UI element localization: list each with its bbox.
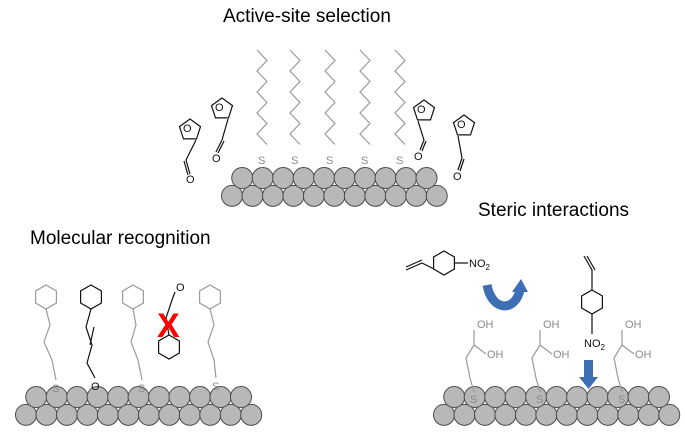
surface-atom <box>240 403 263 426</box>
rejection-mark: X <box>157 307 180 345</box>
furfural-molecules <box>178 97 476 176</box>
surface-atom <box>658 403 681 426</box>
atom-o-furan-2: O <box>215 102 224 114</box>
surface-atom <box>586 386 609 408</box>
alkane-chain <box>256 49 268 145</box>
atom-o-aldehyde-2: O <box>212 153 221 165</box>
surface-atom <box>443 386 466 408</box>
thioglycerol-chains <box>465 330 635 393</box>
surface-atom <box>415 167 438 189</box>
hydroxyl-3b: OH <box>635 349 652 361</box>
surface-atom <box>425 184 448 207</box>
atom-s-top: S <box>326 155 333 167</box>
surface-atom <box>333 167 356 189</box>
atom-s-top: S <box>258 155 265 167</box>
gold-surface-top <box>221 167 448 207</box>
surface-atom <box>107 386 130 408</box>
atom-o-furan-3: O <box>417 104 426 116</box>
atom-o-aldehyde-3: O <box>414 151 423 163</box>
atom-s-right-3: S <box>618 394 625 406</box>
atom-s-left-2: S <box>138 383 145 395</box>
atom-o-aldehyde-1: O <box>186 174 195 186</box>
surface-atom <box>627 386 650 408</box>
hydroxyl-1b: OH <box>487 349 504 361</box>
atom-s-left-3: S <box>212 381 219 393</box>
cinnamaldehyde-molecule <box>79 284 103 379</box>
hydroxyl-1a: OH <box>477 319 494 331</box>
nitrostyrene-flat <box>405 250 468 276</box>
surface-atom <box>231 167 254 189</box>
alkane-chain <box>289 49 301 145</box>
atom-s-top: S <box>396 155 403 167</box>
atom-s-right-2: S <box>536 394 543 406</box>
rejected-phenylacetaldehyde <box>158 291 180 360</box>
atom-s-right-1: S <box>470 394 477 406</box>
surface-atom <box>272 167 295 189</box>
atom-o-cinnamaldehyde: O <box>91 381 100 393</box>
surface-atom <box>251 167 274 189</box>
title-molecular-recognition: Molecular recognition <box>30 228 211 249</box>
adsorption-arrow <box>579 360 598 389</box>
phenylpropanethiols <box>34 284 221 381</box>
atom-o-aldehyde-4: O <box>453 171 462 183</box>
hydroxyl-2a: OH <box>543 319 560 331</box>
nitrostyrene-upright <box>580 255 604 334</box>
surface-atom <box>545 386 568 408</box>
surface-atom <box>292 167 315 189</box>
surface-atom <box>229 386 252 408</box>
gold-surface-left <box>15 386 263 426</box>
hydroxyl-2b: OH <box>553 349 570 361</box>
nitro-group-upright: NO2 <box>584 338 606 352</box>
surface-atom <box>66 386 89 408</box>
surface-atom <box>484 386 507 408</box>
surface-atom <box>168 386 191 408</box>
surface-atom <box>504 386 527 408</box>
atom-o-furan-4: O <box>457 119 466 131</box>
alkane-chain <box>359 49 371 145</box>
alkane-chain <box>394 49 406 145</box>
alkanethiol-chains <box>256 49 406 145</box>
atom-s-top: S <box>361 155 368 167</box>
surface-atom <box>647 386 670 408</box>
atom-o-furan-1: O <box>183 123 192 135</box>
surface-atom <box>148 386 171 408</box>
surface-atom <box>566 386 589 408</box>
surface-atom <box>395 167 418 189</box>
title-active-site-selection: Active-site selection <box>223 6 391 27</box>
surface-atom <box>189 386 212 408</box>
gold-surface-right <box>433 386 681 426</box>
surface-atom <box>25 386 48 408</box>
surface-atom <box>354 167 377 189</box>
surface-atom <box>313 167 336 189</box>
atom-s-top: S <box>291 155 298 167</box>
hydroxyl-3a: OH <box>625 319 642 331</box>
nitro-group-flat: NO2 <box>469 258 491 272</box>
title-steric-interactions: Steric interactions <box>478 200 630 221</box>
atom-o-phenylacetaldehyde: O <box>176 282 185 294</box>
surface-atom <box>374 167 397 189</box>
rotation-arrow <box>482 279 528 311</box>
atom-s-left-1: S <box>52 383 59 395</box>
alkane-chain <box>324 49 336 145</box>
